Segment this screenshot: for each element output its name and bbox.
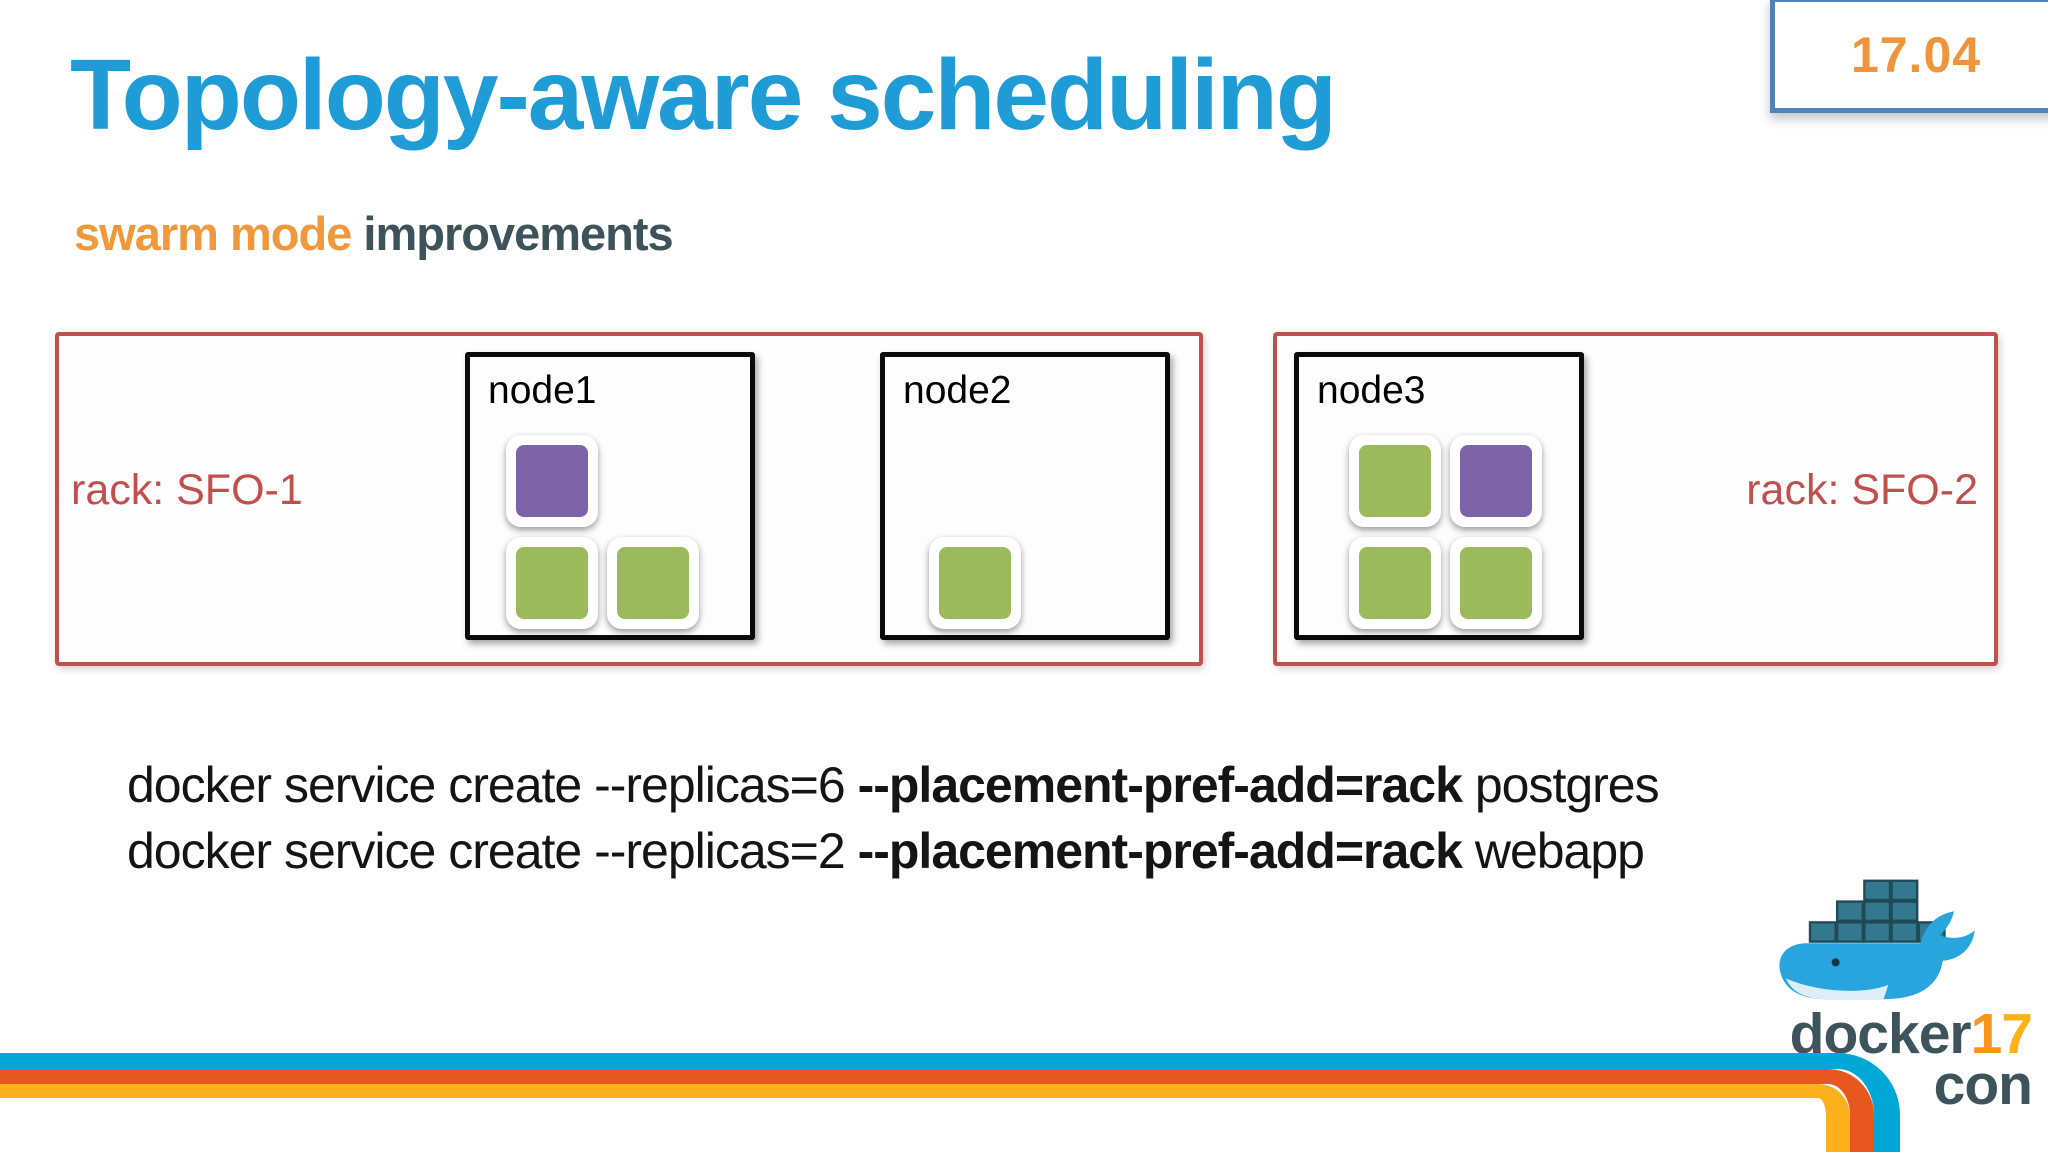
task-tile-purple <box>506 435 598 527</box>
task-tile-green <box>929 537 1021 629</box>
node2-box: node2 <box>880 352 1170 640</box>
page-subtitle: swarm mode improvements <box>74 206 674 261</box>
rack-sfo1-label: rack: SFO-1 <box>71 466 303 514</box>
ribbon-stripe-orange <box>0 1069 1874 1152</box>
cmd2-pre: docker service create --replicas=2 <box>127 823 858 879</box>
node1-label: node1 <box>488 369 597 412</box>
node2-label: node2 <box>903 369 1012 412</box>
rack-sfo2-label: rack: SFO-2 <box>1746 466 1978 514</box>
dockercon-logo: docker17 con <box>1712 876 2033 1117</box>
cmd1-pre: docker service create --replicas=6 <box>127 757 858 813</box>
task-tile-green <box>607 537 699 629</box>
ribbon-stripe-yellow <box>0 1084 1850 1152</box>
logo-docker17-text: docker17 <box>1712 1006 2033 1063</box>
logo-year-1: 1 <box>1970 1002 2003 1066</box>
node1-box: node1 <box>465 352 755 640</box>
node3-box: node3 <box>1294 352 1584 640</box>
rack-sfo2-box: rack: SFO-2 <box>1273 332 1998 666</box>
task-tile-green <box>1349 537 1441 629</box>
command-lines: docker service create --replicas=6 --pla… <box>127 752 1660 884</box>
node3-label: node3 <box>1317 369 1426 412</box>
task-tile-green <box>1349 435 1441 527</box>
green-task-fill <box>516 547 588 619</box>
ribbon-stripe-teal <box>0 1053 1900 1152</box>
subtitle-rest: improvements <box>363 207 673 260</box>
task-tile-green <box>506 537 598 629</box>
green-task-fill <box>1460 547 1532 619</box>
logo-year-7: 7 <box>2001 1002 2033 1066</box>
task-tile-green <box>1450 537 1542 629</box>
cmd2-post: webapp <box>1461 823 1645 879</box>
green-task-fill <box>1359 445 1431 517</box>
docker-whale-icon <box>1779 879 1975 1000</box>
command-line-webapp: docker service create --replicas=2 --pla… <box>127 818 1659 884</box>
green-task-fill <box>939 547 1011 619</box>
version-badge: 17.04 <box>1770 0 2048 113</box>
purple-task-fill <box>516 445 588 517</box>
version-text: 17.04 <box>1850 27 1982 83</box>
green-task-fill <box>617 547 689 619</box>
task-tile-purple <box>1450 435 1542 527</box>
green-task-fill <box>1359 547 1431 619</box>
cmd1-flag: --placement-pref-add=rack <box>857 757 1463 813</box>
subtitle-highlight: swarm mode <box>74 207 352 260</box>
logo-con-text: con <box>1933 1053 2033 1117</box>
purple-task-fill <box>1460 445 1532 517</box>
command-line-postgres: docker service create --replicas=6 --pla… <box>127 752 1660 818</box>
cmd1-post: postgres <box>1461 757 1660 813</box>
page-title: Topology-aware scheduling <box>70 39 1337 151</box>
cmd2-flag: --placement-pref-add=rack <box>857 823 1463 879</box>
